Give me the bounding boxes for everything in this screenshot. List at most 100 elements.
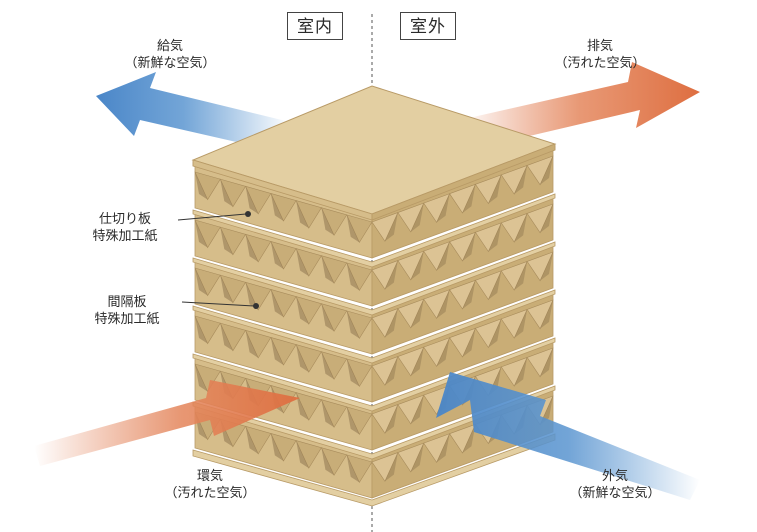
corrugation-shadow [540, 348, 553, 377]
corrugation-flute [397, 394, 425, 425]
corrugation-shadow [384, 308, 398, 338]
exhaust-air-label: 排気 （汚れた空気） [530, 38, 670, 72]
corrugation-shadow [384, 356, 398, 386]
outdoor-tag: 室外 [400, 12, 456, 40]
corrugation-flute [474, 270, 502, 301]
corrugation-shadow [245, 426, 259, 454]
exhaust-air-arrow [460, 62, 700, 150]
corrugation-flute [194, 171, 221, 201]
corrugation-flute [397, 298, 425, 329]
corrugation-shadow [296, 296, 309, 325]
corrugation-flute [371, 260, 399, 290]
corrugation-flute [449, 231, 476, 262]
corrugation-flute [194, 315, 221, 345]
supply-air-title: 給気 [156, 39, 183, 54]
corrugation-flute [500, 308, 528, 339]
corrugation-shadow [410, 203, 424, 232]
corrugation-shadow [270, 241, 284, 269]
corrugation-flute [397, 202, 425, 233]
corrugation-flute [474, 222, 502, 253]
spacer-label: 間隔板 特殊加工紙 [72, 294, 182, 328]
corrugation-shadow [384, 452, 398, 482]
indoor-tag: 室内 [287, 12, 343, 40]
partition-plate-edge [192, 193, 556, 268]
corrugation-flute [270, 192, 297, 222]
corrugation-shadow [195, 172, 208, 200]
corrugation-shadow [436, 289, 450, 319]
supply-air-arrow [96, 72, 290, 152]
corrugation-flute [219, 226, 247, 256]
corrugation-shadow [321, 447, 335, 476]
corrugation-flute [295, 392, 322, 421]
corrugation-flute [526, 251, 554, 282]
corrugation-flute [270, 336, 297, 366]
corrugation-flute [423, 289, 451, 320]
corrugation-flute [449, 183, 476, 214]
corrugation-flute [295, 296, 322, 325]
corrugation-flute [295, 200, 322, 229]
corrugation-flute [423, 193, 451, 224]
corrugation-shadow [514, 213, 528, 243]
spacer-label-line2: 特殊加工紙 [94, 312, 160, 327]
corrugation-shadow [220, 323, 233, 351]
corrugation-flute [449, 279, 476, 310]
corrugation-shadow [436, 241, 450, 271]
heat-exchanger-core [191, 85, 557, 507]
return-air-arrow [34, 380, 300, 466]
corrugation-flute [500, 356, 528, 387]
corrugation-shadow [488, 318, 502, 348]
corrugation-shadow [436, 433, 450, 463]
corrugation-flute [371, 308, 399, 338]
corrugation-flute [423, 337, 451, 368]
corrugation-shadow [488, 174, 502, 204]
corrugation-shadow [195, 316, 208, 344]
corrugation-flute [500, 212, 528, 243]
top-plate-edge-right [371, 143, 556, 221]
corrugation-shadow [245, 186, 259, 214]
return-air-label: 環気 （汚れた空気） [140, 468, 280, 502]
corrugation-flute [194, 267, 221, 297]
corrugation-shadow [195, 220, 208, 248]
corrugation-flute [371, 356, 399, 386]
corrugation-flute [219, 178, 247, 208]
corrugation-flute [474, 318, 502, 349]
corrugation-flute [423, 433, 451, 464]
corrugation-flute [295, 440, 322, 469]
corrugation-shadow [384, 212, 398, 242]
corrugation-shadow [462, 232, 476, 261]
corrugation-shadow [270, 193, 284, 221]
corrugation-flute [371, 404, 399, 434]
corrugation-flute [449, 423, 476, 454]
corrugation-shadow [462, 184, 476, 213]
corrugation-shadow [220, 179, 233, 207]
corrugation-shadow [296, 392, 309, 421]
corrugation-flute [500, 260, 528, 291]
corrugation-flute [371, 452, 399, 482]
corrugation-shadow [321, 303, 335, 332]
outside-air-sub: （新鮮な空気） [569, 486, 661, 501]
corrugation-flute [526, 203, 554, 234]
corrugation-shadow [270, 385, 284, 413]
spacer-label-line1: 間隔板 [107, 295, 147, 310]
outside-air-label: 外気 （新鮮な空気） [545, 468, 685, 502]
corrugation-shadow [245, 330, 259, 358]
corrugation-shadow [321, 399, 335, 428]
corrugation-shadow [296, 440, 309, 469]
corrugation-shadow [245, 282, 259, 310]
corrugation-flute [397, 442, 425, 473]
corrugation-shadow [346, 310, 360, 339]
corrugation-shadow [346, 358, 360, 387]
corrugation-shadow [296, 200, 309, 229]
outside-air-arrow [436, 372, 700, 500]
corrugation-flute [371, 212, 399, 242]
exhaust-air-sub: （汚れた空気） [554, 56, 646, 71]
corrugation-shadow [384, 404, 398, 434]
corrugation-shadow [220, 275, 233, 303]
corrugation-flute [295, 344, 322, 373]
partition-marker-dot [245, 211, 251, 217]
corrugation-flute [194, 219, 221, 249]
corrugation-shadow [436, 193, 450, 223]
corrugation-flute [423, 241, 451, 272]
corrugation-shadow [410, 251, 424, 280]
